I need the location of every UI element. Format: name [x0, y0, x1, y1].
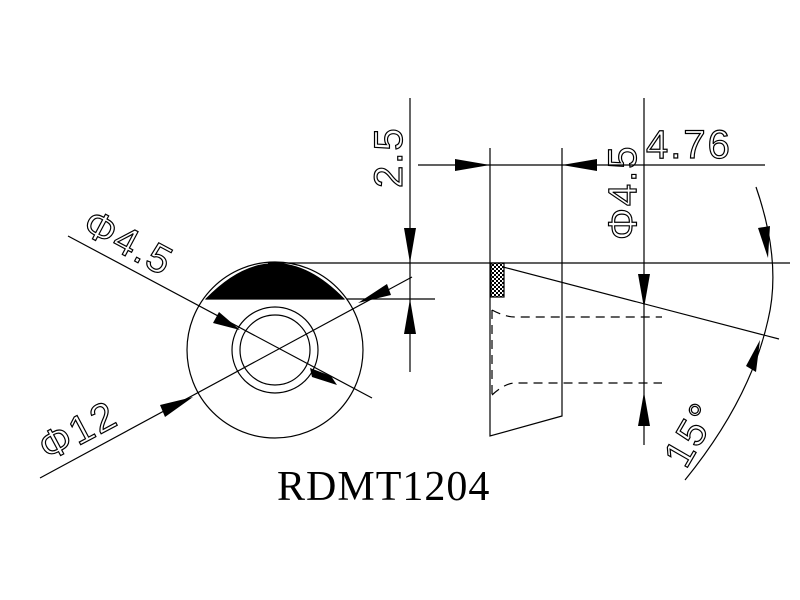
outer-dim-arrow-1 [160, 397, 193, 417]
side-diameter-arrow-top [638, 274, 650, 308]
angle-arrow-top [758, 226, 770, 258]
hole-bottom-dashed [491, 382, 662, 396]
dimensions: 2.5 4.76 Φ4.5 15° [268, 98, 790, 481]
insert-profile [489, 263, 563, 437]
hole-dim-arrow-2 [310, 368, 337, 385]
hole-outer-circle [231, 306, 319, 394]
height-arrow-right [562, 159, 597, 171]
thickness-arrow-bottom [404, 299, 416, 334]
chip-breaker-land [204, 263, 346, 300]
angle-arrow-bottom [746, 340, 760, 372]
part-code-label: RDMT1204 [277, 464, 490, 510]
thickness-arrow-top [404, 228, 416, 263]
angle-dim-label: 15° [656, 395, 727, 475]
thickness-dim-label: 2.5 [367, 126, 411, 188]
rake-face-line [502, 266, 780, 340]
side-view [489, 262, 780, 437]
coating-hatch [490, 262, 505, 298]
outer-dim-arrow-2 [358, 284, 391, 303]
height-dim-label: 4.76 [646, 123, 732, 167]
front-view: Φ4.5 Φ12 [31, 200, 413, 479]
hole-inner-circle [239, 314, 311, 386]
outer-dim-leader [39, 276, 413, 479]
hole-dim-arrow-1 [213, 312, 240, 330]
side-diameter-dim-label: Φ4.5 [601, 144, 645, 240]
side-diameter-arrow-bottom [638, 392, 650, 426]
insert-outer-circle [186, 261, 364, 439]
height-arrow-left [455, 159, 490, 171]
hole-top-dashed [491, 309, 662, 318]
outer-dim-label: Φ12 [32, 392, 125, 470]
hole-dim-label: Φ4.5 [76, 201, 181, 285]
